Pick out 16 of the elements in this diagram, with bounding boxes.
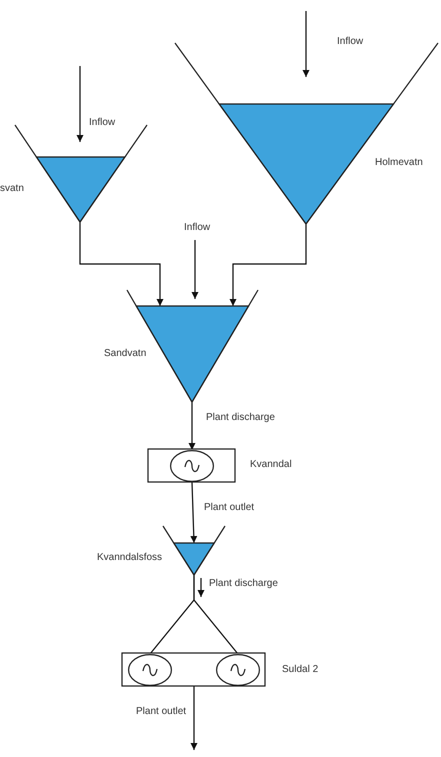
arrow <box>190 482 198 544</box>
reservoir-name: Holmevatn <box>375 157 423 169</box>
arrow <box>76 66 84 142</box>
edge-label: Plant discharge <box>206 412 275 424</box>
arrow <box>190 686 198 750</box>
arrow <box>230 224 307 306</box>
reservoir-name: Sandvatn <box>104 348 146 360</box>
arrow <box>302 11 310 77</box>
arrow <box>192 240 198 299</box>
arrow <box>188 402 196 450</box>
plant-name: Kvanndal <box>250 459 292 471</box>
reservoir-name: svatn <box>0 183 24 195</box>
flow-label: Plant discharge <box>209 578 278 590</box>
arrow <box>79 222 164 306</box>
plant-name: Suldal 2 <box>282 664 318 676</box>
reservoir-name: Kvanndalsfoss <box>97 552 162 564</box>
